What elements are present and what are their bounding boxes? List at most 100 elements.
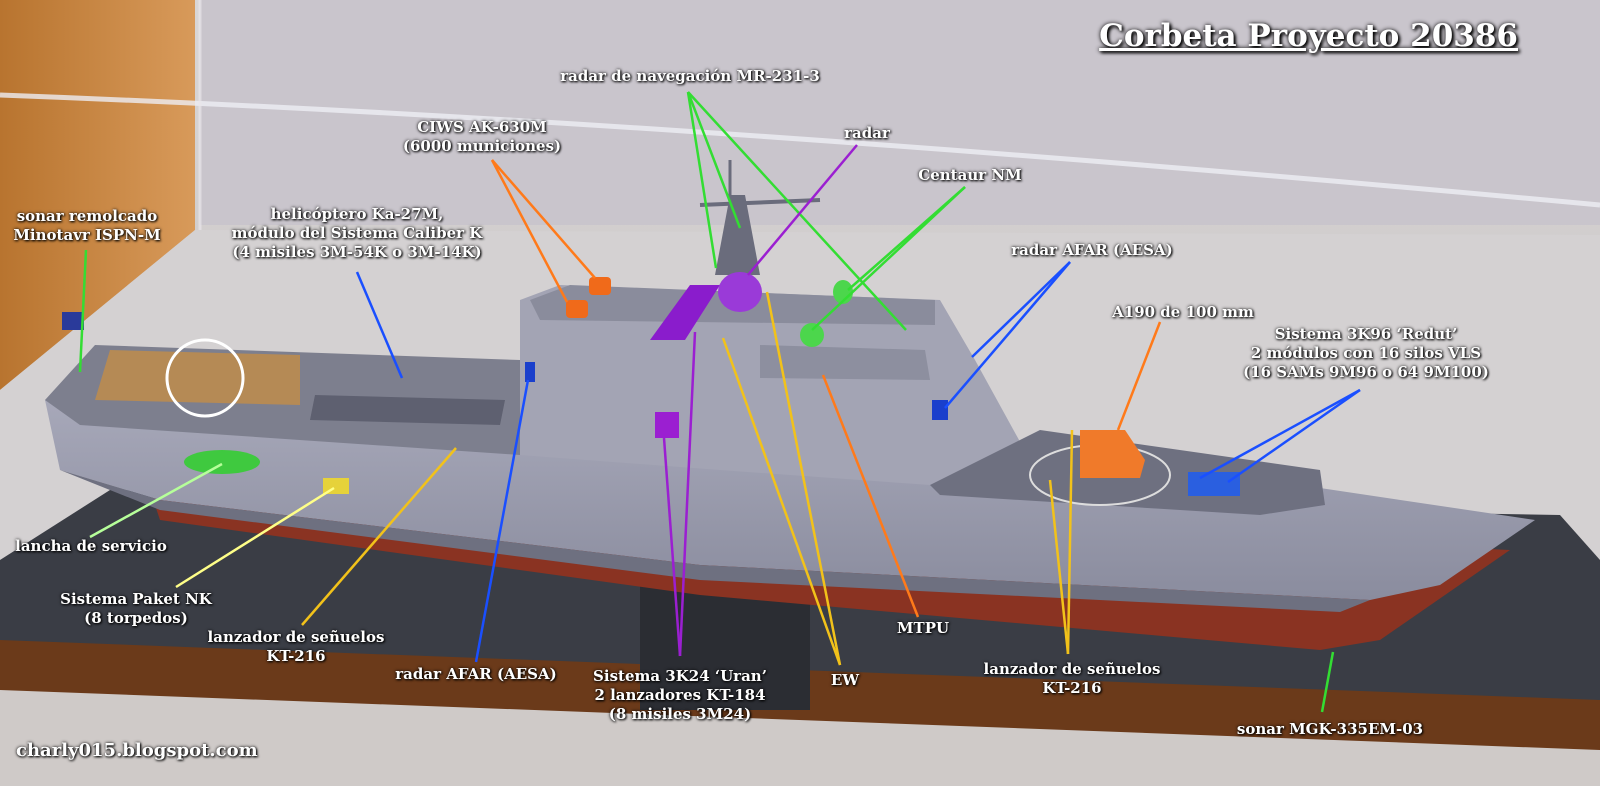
label-redut: Sistema 3K96 ‘Redut’2 módulos con 16 sil… (1236, 325, 1496, 382)
label-line: radar de navegación MR-231-3 (560, 67, 820, 85)
leader-ciws-1 (491, 159, 596, 279)
mast-yard (699, 198, 821, 207)
label-uran: Sistema 3K24 ‘Uran’2 lanzadores KT-184(8… (590, 667, 770, 724)
bridge (760, 345, 930, 380)
superstructure (520, 285, 1030, 485)
uran-launcher (650, 285, 720, 340)
blog-credit: charly015.blogspot.com (16, 740, 258, 761)
flag (62, 312, 84, 330)
label-mtpu: MTPU (888, 619, 958, 638)
label-line: Minotavr ISPN-M (13, 226, 161, 244)
label-line: (6000 municiones) (402, 137, 562, 155)
label-line: sonar remolcado (16, 207, 158, 225)
label-line: A190 de 100 mm (1112, 303, 1254, 321)
label-radar: radar (832, 124, 902, 143)
label-ew: EW (820, 671, 870, 690)
leader-helicoptero (355, 271, 404, 379)
label-line: EW (830, 671, 860, 689)
leader-sonar-remolcado (78, 249, 88, 373)
service-boat (184, 450, 260, 474)
leader-radar-nav-2 (686, 91, 742, 229)
label-helicoptero: helicóptero Ka-27M,módulo del Sistema Ca… (222, 205, 492, 262)
label-line: radar AFAR (AESA) (1011, 241, 1173, 259)
label-line: lanzador de señuelos (207, 628, 385, 646)
ak630-fwd (589, 277, 611, 295)
label-radar-navegacion: radar de navegación MR-231-3 (545, 67, 835, 86)
leader-paket (175, 486, 335, 589)
label-line: Sistema 3K96 ‘Redut’ (1274, 325, 1458, 343)
label-radar-afar-top: radar AFAR (AESA) (1002, 241, 1182, 260)
helipad (95, 350, 300, 405)
label-lancha: lancha de servicio (6, 537, 176, 556)
leader-ew-2 (765, 291, 842, 666)
redut-cells (1188, 472, 1240, 496)
leader-a190 (1116, 321, 1162, 431)
label-ciws: CIWS AK-630M(6000 municiones) (402, 118, 562, 156)
leader-afar-top-1 (971, 261, 1071, 358)
leader-lanzador-right-2 (1066, 429, 1074, 655)
leader-redut-1 (1199, 388, 1361, 480)
label-line: KT-216 (266, 647, 326, 665)
glass-edge (0, 92, 1600, 208)
afar-aft (525, 362, 535, 382)
leader-centaur-2 (847, 186, 966, 291)
label-line: lancha de servicio (15, 537, 167, 555)
leader-redut-2 (1227, 388, 1361, 484)
leader-uran-1 (662, 437, 682, 657)
label-line: Sistema 3K24 ‘Uran’ (593, 667, 767, 685)
label-line: Sistema Paket NK (60, 590, 212, 608)
radar-dome (718, 272, 762, 312)
label-line: MTPU (896, 619, 950, 637)
label-line: KT-216 (1042, 679, 1102, 697)
label-line: radar (844, 124, 890, 142)
mast (715, 195, 760, 275)
label-line: radar AFAR (AESA) (395, 665, 557, 683)
label-line: 2 lanzadores KT-184 (594, 686, 766, 704)
label-line: (8 misiles 3M24) (608, 705, 752, 723)
uran-panel (655, 412, 679, 438)
label-line: (16 SAMs 9M96 o 64 9M100) (1243, 363, 1489, 381)
label-centaur: Centaur NM (915, 166, 1025, 185)
leader-lanzador-right-1 (1048, 479, 1070, 655)
hull (45, 400, 1535, 600)
leader-lines (78, 91, 1361, 713)
leader-afar-top-2 (944, 261, 1071, 409)
label-line: módulo del Sistema Caliber K (231, 224, 483, 242)
ak630-aft (566, 300, 588, 318)
leader-afar-bottom (474, 379, 530, 663)
label-line: (4 misiles 3M-54K o 3M-14K) (232, 243, 482, 261)
afar-fwd (932, 400, 948, 420)
leader-ew-1 (721, 337, 842, 666)
label-paket: Sistema Paket NK(8 torpedos) (56, 590, 216, 628)
base-floor (0, 690, 1600, 786)
back-panel (200, 0, 1600, 225)
leader-radar-nav-1 (686, 91, 718, 269)
helipad-circle (165, 338, 245, 418)
centaur-1 (800, 323, 824, 347)
label-line: sonar MGK-335EM-03 (1236, 720, 1424, 738)
label-a190: A190 de 100 mm (1108, 303, 1258, 322)
label-line: CIWS AK-630M (417, 118, 547, 136)
diagram-title: Corbeta Proyecto 20386 (1099, 18, 1518, 54)
leader-uran-2 (678, 331, 697, 657)
leader-radar-nav-3 (687, 91, 907, 331)
label-line: Centaur NM (918, 166, 1022, 184)
label-sonar-mgk: sonar MGK-335EM-03 (1220, 720, 1440, 739)
label-radar-afar-bottom: radar AFAR (AESA) (386, 665, 566, 684)
label-line: 2 módulos con 16 silos VLS (1250, 344, 1482, 362)
leader-radar (747, 144, 858, 276)
leader-ciws-2 (490, 159, 569, 303)
hull-shadow (60, 470, 1370, 612)
leader-mtpu (821, 374, 920, 618)
leader-lancha (89, 462, 223, 539)
label-line: (8 torpedos) (84, 609, 188, 627)
leader-sonar-mgk (1320, 651, 1335, 713)
a190-turret (1080, 430, 1145, 478)
leader-lanzador-left (301, 447, 457, 626)
hangar-deck (310, 395, 505, 425)
